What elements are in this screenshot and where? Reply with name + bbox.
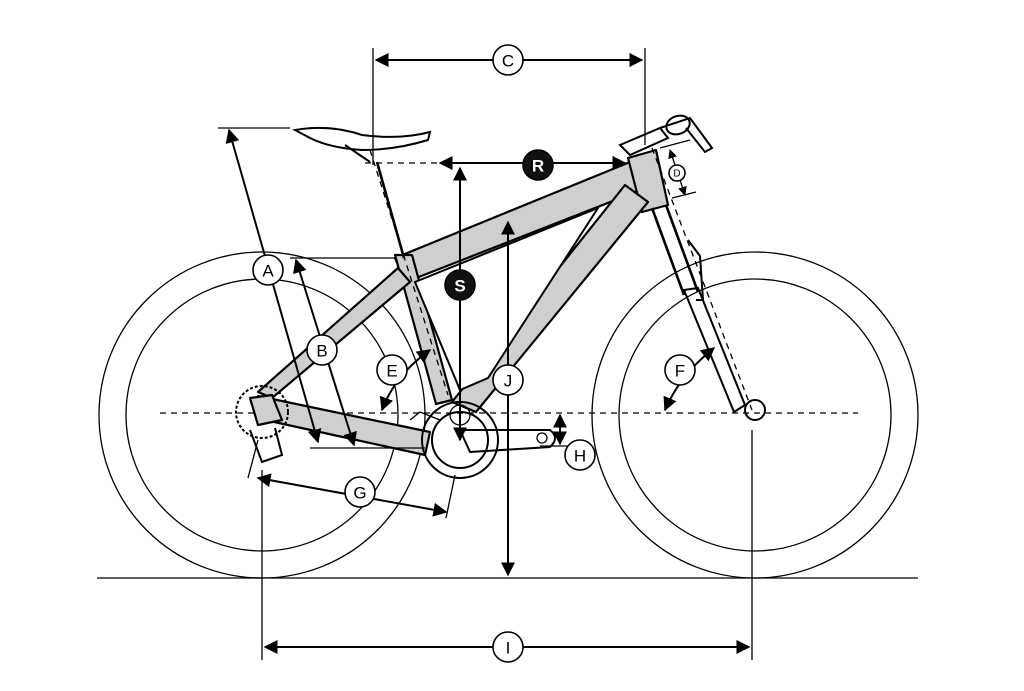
label-r: R: [522, 149, 554, 181]
label-j: J: [492, 364, 524, 396]
svg-text:R: R: [532, 157, 544, 176]
svg-text:A: A: [262, 262, 274, 281]
svg-text:E: E: [386, 362, 397, 381]
label-d: D: [668, 164, 686, 182]
svg-text:B: B: [316, 342, 327, 361]
svg-text:D: D: [673, 169, 680, 180]
label-c: C: [492, 44, 524, 76]
svg-text:S: S: [454, 277, 465, 296]
label-a: A: [252, 254, 284, 286]
label-i: I: [492, 631, 524, 663]
svg-text:J: J: [504, 372, 513, 391]
seatpost-saddle: [291, 126, 449, 396]
front-hub: [744, 399, 766, 421]
label-f: F: [664, 354, 696, 386]
front-wheel: [591, 251, 919, 579]
label-h: H: [564, 439, 596, 471]
svg-text:G: G: [353, 484, 366, 503]
svg-text:H: H: [574, 447, 586, 466]
svg-text:F: F: [675, 362, 685, 381]
svg-text:C: C: [502, 52, 514, 71]
label-b: B: [306, 334, 338, 366]
label-g: G: [344, 476, 376, 508]
label-e: E: [376, 354, 408, 386]
svg-text:I: I: [506, 639, 511, 658]
label-s: S: [444, 269, 476, 301]
